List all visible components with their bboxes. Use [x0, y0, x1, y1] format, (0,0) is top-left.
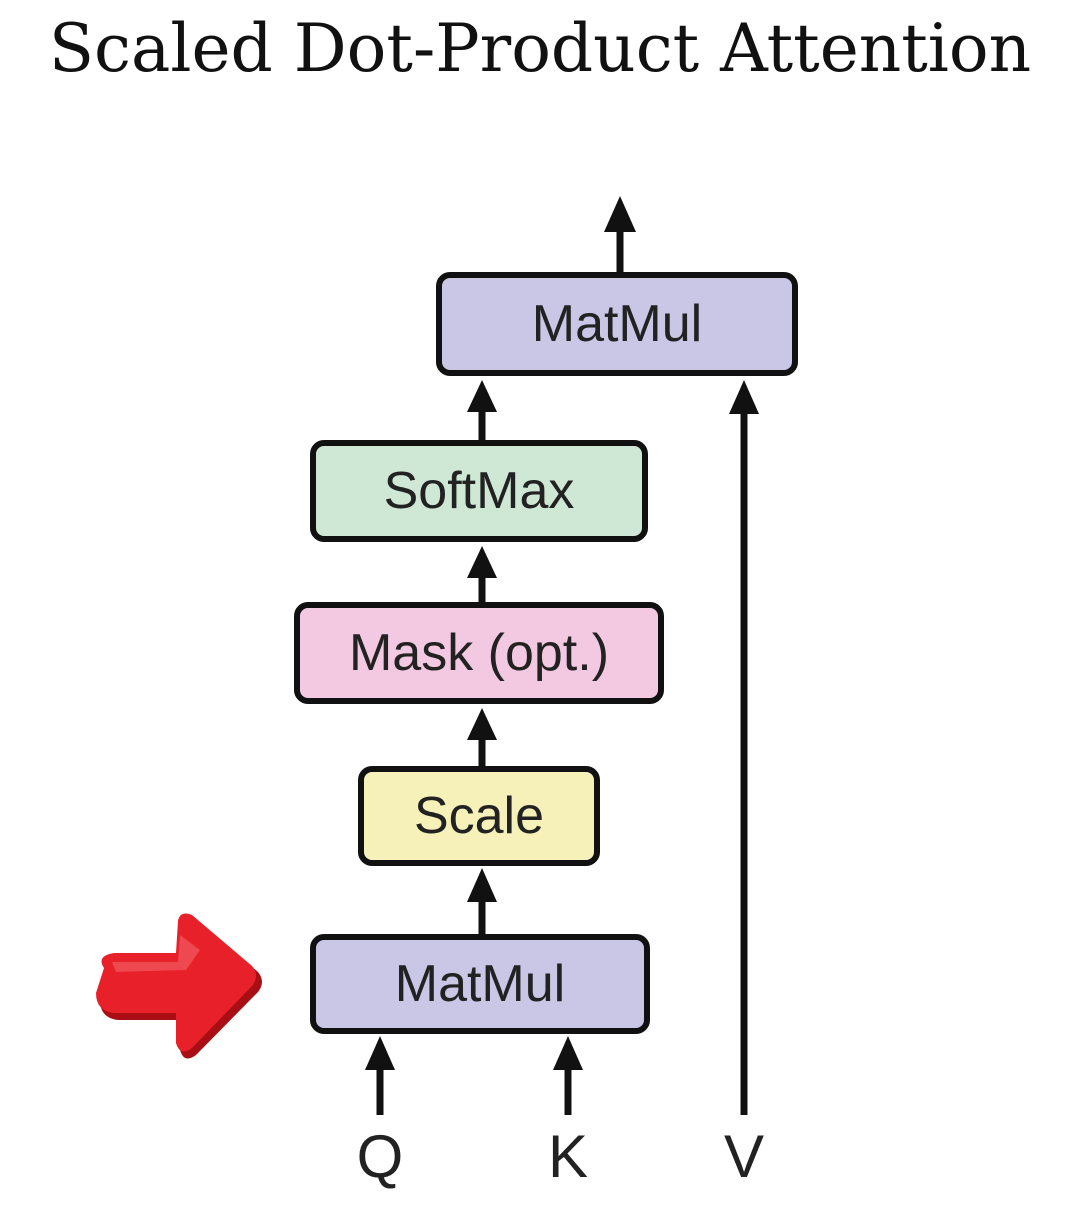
output-arrow	[604, 196, 636, 272]
mask-node: Mask (opt.)	[294, 602, 664, 704]
scale-node: Scale	[358, 766, 600, 866]
matmul-top-node: MatMul	[436, 272, 798, 376]
mask-label: Mask (opt.)	[348, 624, 610, 682]
input-v-label: V	[723, 1123, 765, 1190]
softmax-node: SoftMax	[310, 440, 648, 542]
softmax-label: SoftMax	[383, 462, 575, 520]
input-k-label: K	[547, 1123, 589, 1190]
arrow-matmul-to-scale	[467, 868, 497, 934]
matmul-top-label: MatMul	[531, 295, 703, 353]
red-arrow-icon	[96, 913, 262, 1059]
matmul-bottom-label: MatMul	[394, 955, 566, 1013]
scale-label: Scale	[413, 787, 545, 845]
arrow-scale-to-mask	[467, 708, 497, 766]
arrow-softmax-to-matmul	[467, 380, 497, 440]
input-q-label: Q	[356, 1123, 404, 1190]
arrow-mask-to-softmax	[467, 546, 497, 602]
diagram-title: Scaled Dot-Product Attention	[48, 10, 1032, 87]
arrow-q-to-matmul	[365, 1036, 395, 1115]
matmul-bottom-node: MatMul	[310, 934, 650, 1034]
arrow-v-to-matmul	[729, 380, 759, 1115]
arrow-k-to-matmul	[553, 1036, 583, 1115]
